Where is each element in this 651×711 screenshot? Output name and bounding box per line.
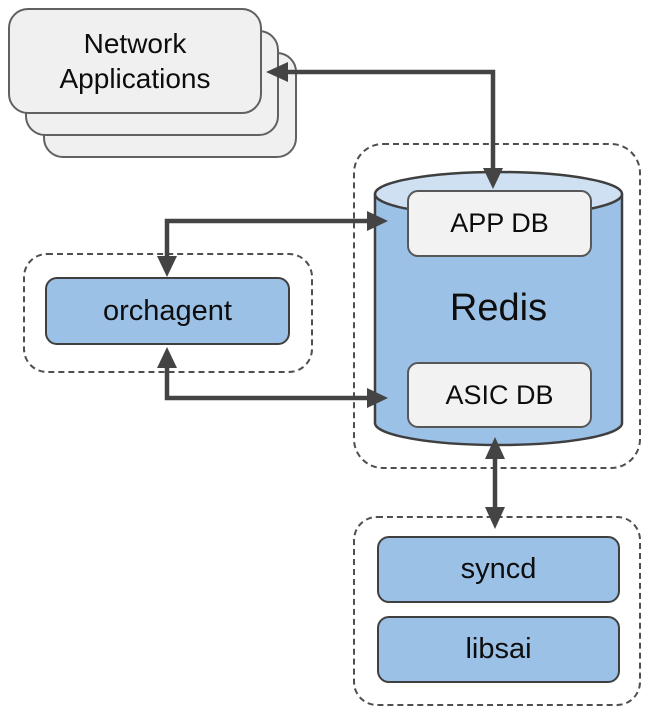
syncd-label: syncd: [460, 553, 537, 585]
orchagent-node: orchagent: [45, 277, 290, 345]
network-applications-node: Network Applications: [8, 8, 262, 114]
orchagent-label: orchagent: [103, 294, 232, 327]
libsai-node: libsai: [377, 616, 620, 683]
libsai-label: libsai: [465, 633, 532, 665]
network-applications-label: Network Applications: [59, 28, 211, 94]
redis-label: Redis: [449, 287, 548, 329]
syncd-node: syncd: [377, 536, 620, 603]
app-db-node: APP DB: [407, 190, 592, 257]
asic-db-node: ASIC DB: [407, 362, 592, 428]
asic-db-label: ASIC DB: [445, 379, 554, 410]
app-db-label: APP DB: [450, 208, 549, 238]
